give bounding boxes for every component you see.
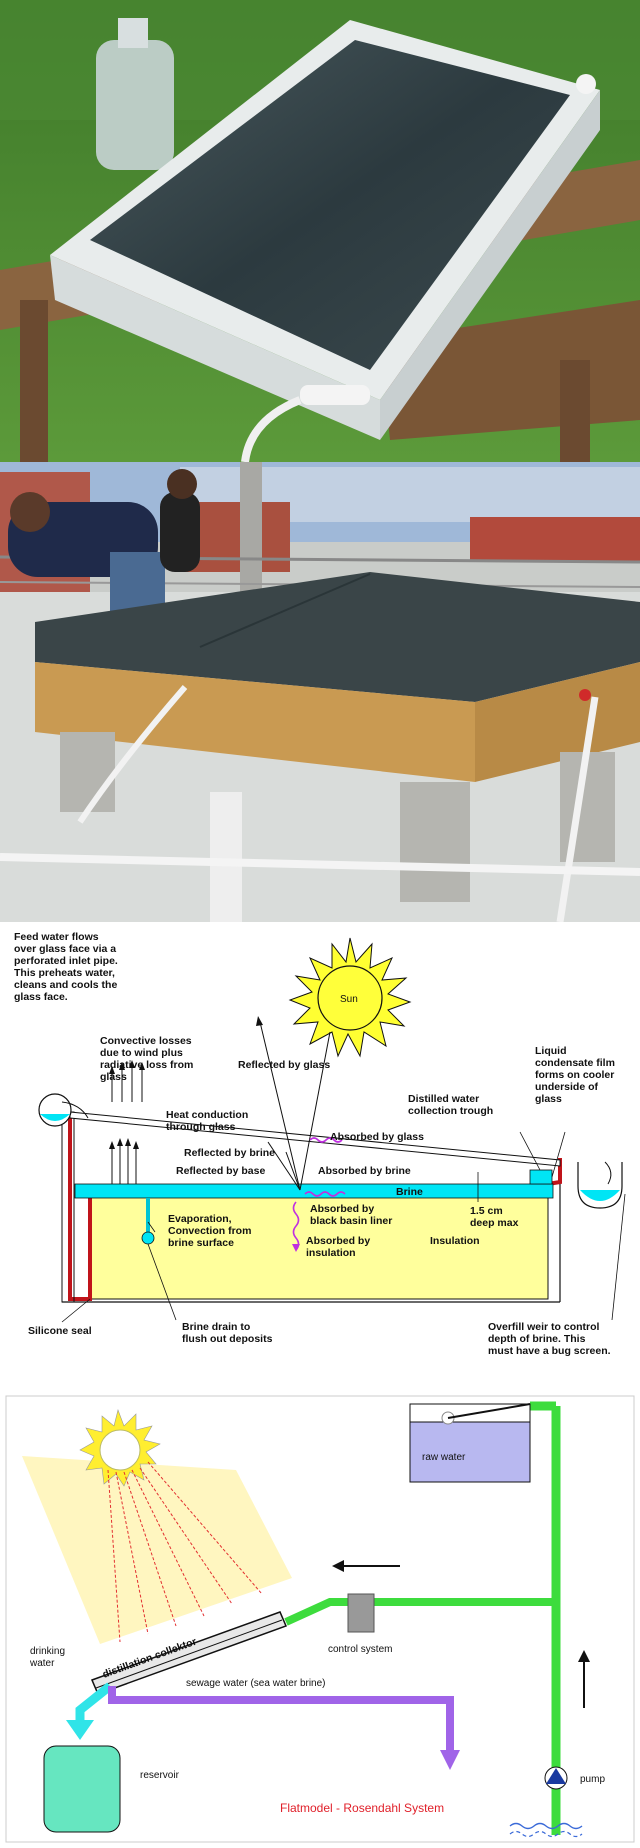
control-system-label: control system <box>328 1644 392 1655</box>
overfill-weir <box>577 1162 623 1209</box>
sunlight-area <box>22 1456 292 1644</box>
brine-label: Brine <box>396 1186 423 1198</box>
raw-water-label: raw water <box>422 1452 466 1463</box>
sewage-pipe <box>108 1686 454 1756</box>
convective-arrows <box>111 1066 143 1184</box>
brine-layer <box>74 1183 554 1199</box>
insulation-layer <box>89 1196 549 1300</box>
rosendahl-diagram: distillation collektor raw water control… <box>0 1390 640 1848</box>
cross-section-diagram: Sun Brine <box>14 931 626 1357</box>
photo-panel-1 <box>0 0 640 462</box>
absorbed-insulation-label: Absorbed by insulation <box>306 1235 373 1259</box>
pump-label: pump <box>580 1774 605 1785</box>
feed-water-label: Feed water flows over glass face via a p… <box>14 931 121 1003</box>
insulation-label: Insulation <box>430 1235 480 1247</box>
silicone-seal-frame <box>68 1117 92 1301</box>
sun-label: Sun <box>340 994 358 1005</box>
sun-rays <box>107 1461 263 1643</box>
solar-still-photo-1 <box>0 0 640 462</box>
feed-pipe <box>284 1598 556 1626</box>
evaporation-label: Evaporation, Convection from brine surfa… <box>168 1213 254 1249</box>
absorbed-glass-label: Absorbed by glass <box>330 1131 424 1143</box>
raw-water-tank: raw water <box>409 1403 531 1483</box>
system-caption: Flatmodel - Rosendahl System <box>280 1801 444 1815</box>
photo-panel-2 <box>0 462 640 922</box>
solar-still-diagram: Sun Brine <box>0 922 640 1390</box>
pump-icon <box>544 1766 568 1790</box>
water-source-waves <box>509 1822 583 1830</box>
liquid-condensate-label: Liquid condensate film forms on cooler u… <box>535 1045 618 1105</box>
control-system-box: control system <box>328 1560 400 1655</box>
brine-drain-label: Brine drain to flush out deposits <box>182 1321 273 1345</box>
reflected-brine-label: Reflected by brine <box>184 1147 275 1159</box>
reflected-base-label: Reflected by base <box>176 1165 265 1177</box>
convective-label: Convective losses due to wind plus radia… <box>100 1035 196 1083</box>
overfill-weir-label: Overfill weir to control depth of brine.… <box>488 1321 611 1357</box>
drinking-water-label: drinking water <box>29 1646 68 1669</box>
silicone-seal-label: Silicone seal <box>28 1325 92 1337</box>
heat-conduction-label: Heat conduction through glass <box>166 1109 251 1133</box>
absorbed-brine-label: Absorbed by brine <box>318 1165 411 1177</box>
sun-icon: Sun <box>288 937 412 1058</box>
collection-trough <box>529 1169 553 1185</box>
sun-icon-2 <box>79 1408 161 1487</box>
inlet-pipe <box>38 1093 72 1127</box>
distilled-trough-label: Distilled water collection trough <box>408 1093 493 1117</box>
reservoir-tank: reservoir <box>43 1745 180 1833</box>
glass-cover <box>69 1111 561 1167</box>
sewage-label: sewage water (sea water brine) <box>186 1678 326 1689</box>
solar-still-photo-2 <box>0 462 640 922</box>
reservoir-label: reservoir <box>140 1770 180 1781</box>
absorbed-liner-label: Absorbed by black basin liner <box>310 1203 392 1227</box>
reflected-glass-label: Reflected by glass <box>238 1059 330 1071</box>
flatmodel-system-diagram: distillation collektor raw water control… <box>5 1395 635 1843</box>
depth-label: 1.5 cm deep max <box>470 1205 519 1229</box>
